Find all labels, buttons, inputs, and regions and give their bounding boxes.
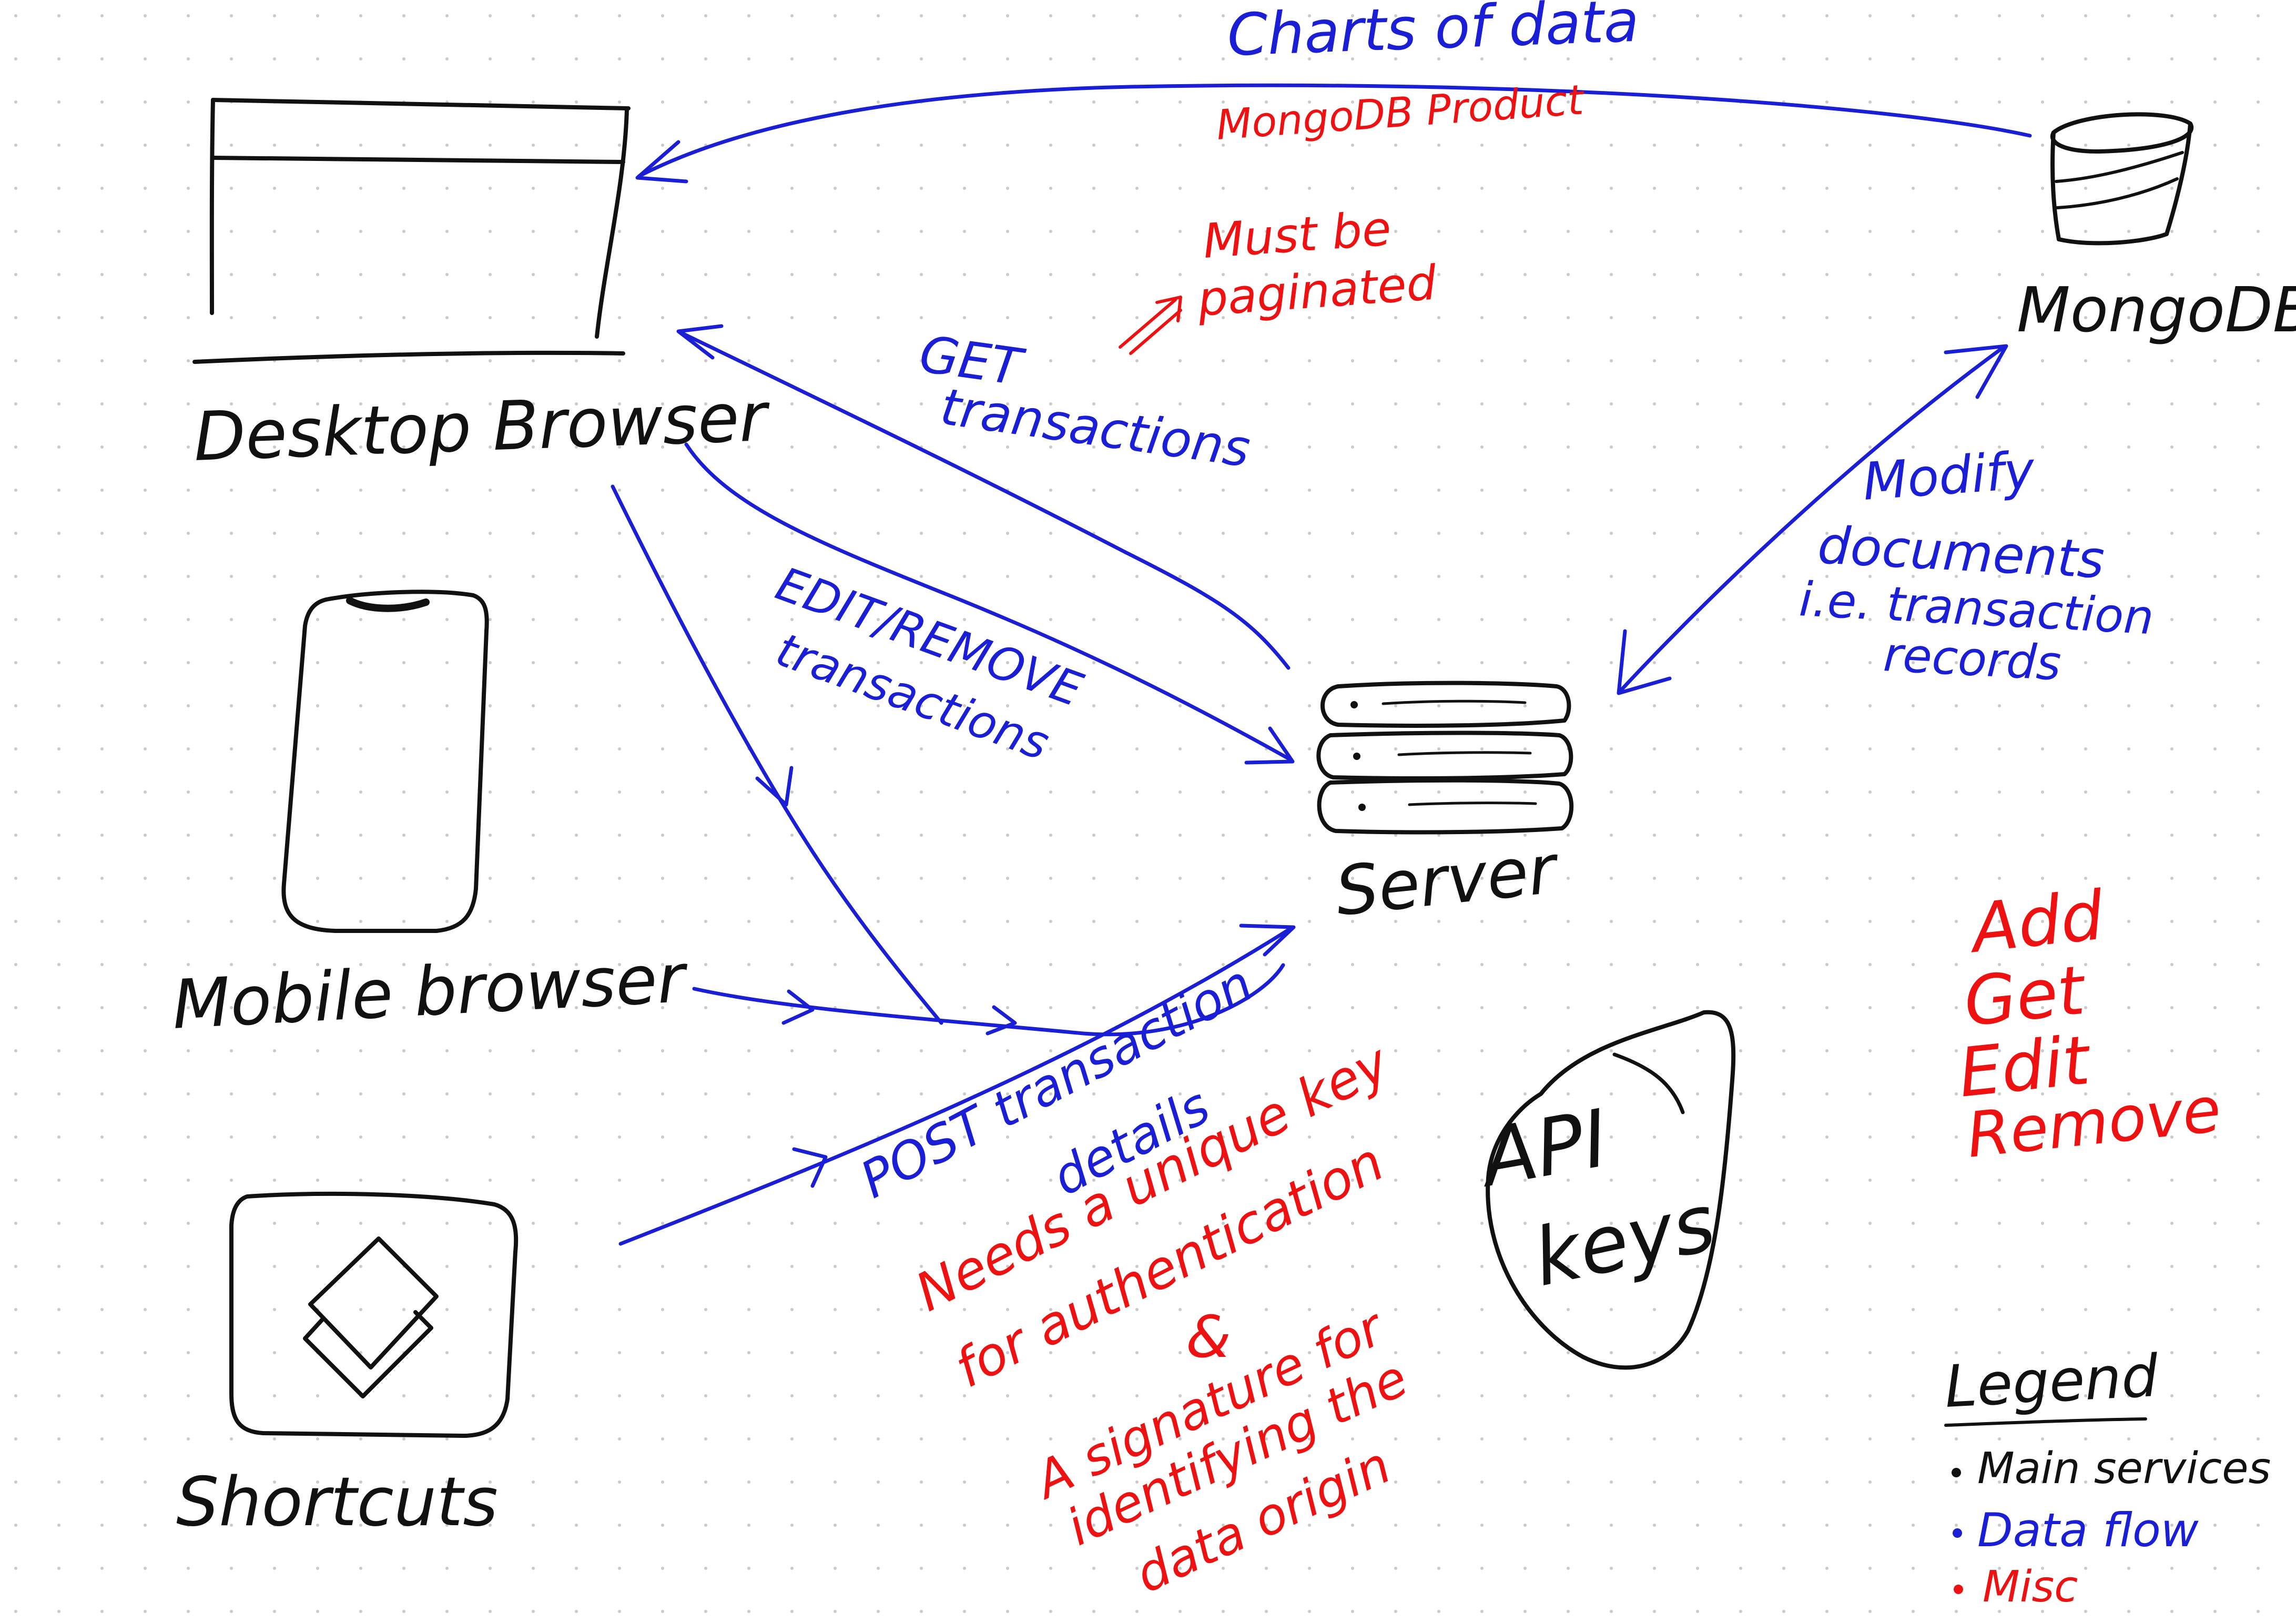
modify-flow-arrow	[1618, 345, 2006, 694]
database-cylinder-icon	[2050, 112, 2194, 246]
legend-item-main: Main services	[1977, 1444, 2271, 1494]
get-arrowhead	[676, 324, 724, 360]
desktop-down-arrowhead	[755, 766, 794, 807]
api-keys-label-line2: keys	[1526, 1177, 1723, 1304]
legend-dot-misc	[1954, 1585, 1963, 1594]
shortcuts-label: Shortcuts	[176, 1463, 498, 1541]
operation-edit: Edit	[1955, 1021, 2096, 1113]
desktop-to-server-arrow	[611, 484, 943, 1025]
api-keys-node: API keys	[1471, 1010, 1736, 1370]
operation-add: Add	[1965, 876, 2108, 968]
legend-title: Legend	[1943, 1342, 2160, 1421]
modify-arrowhead-bottom	[1617, 629, 1672, 695]
api-keys-label-line1: API	[1471, 1093, 1614, 1205]
phone-icon	[281, 590, 489, 933]
paginated-note-arrow	[1119, 296, 1182, 355]
legend-item-flow: Data flow	[1977, 1503, 2199, 1557]
server-stack-icon	[1316, 681, 1574, 835]
get-flow-label-line1: GET	[916, 324, 1029, 398]
edit-flow-arrow	[684, 442, 1293, 762]
modify-arrowhead-top	[1944, 344, 2008, 399]
mobile-browser-node: Mobile browser	[170, 590, 690, 1044]
desktop-browser-node: Desktop Browser	[192, 98, 772, 476]
get-flow-arrow	[682, 332, 1291, 670]
post-arrowhead-1	[792, 1147, 828, 1188]
api-keys-blob-icon	[1486, 1010, 1736, 1370]
mongodb-label: MongoDB	[2017, 273, 2296, 346]
shortcuts-node: Shortcuts	[176, 1192, 519, 1541]
mobile-arrowhead-1	[781, 989, 815, 1025]
charts-flow-label: Charts of data	[1226, 0, 1640, 69]
dot-grid-background	[14, 14, 2260, 1613]
post-arrowhead-2	[1239, 924, 1296, 957]
operations-list: Add Get Edit Remove	[1955, 876, 2224, 1171]
legend: Legend Main services Data flow Misc	[1943, 1342, 2271, 1612]
operation-get: Get	[1960, 951, 2090, 1042]
mobile-browser-label: Mobile browser	[170, 939, 690, 1044]
get-flow-label-line2: transactions	[937, 377, 1254, 479]
api-keys-flap	[1612, 1052, 1685, 1114]
desktop-browser-label: Desktop Browser	[192, 378, 772, 476]
browser-window-icon	[192, 98, 631, 364]
mobile-arrowhead-2	[986, 1005, 1017, 1036]
data-flow-arrows	[611, 83, 2032, 1246]
mobile-to-server-arrow	[692, 963, 1285, 1037]
edit-arrowhead	[1244, 726, 1295, 765]
legend-title-underline	[1944, 1417, 2147, 1427]
charts-arrowhead	[635, 140, 688, 184]
server-label: Server	[1332, 830, 1563, 931]
charts-flow-arrow	[637, 83, 2032, 178]
paginated-note-line1: Must be	[1201, 201, 1393, 269]
server-node: Server	[1316, 681, 1574, 931]
auth-note-line3: &	[1186, 1303, 1231, 1371]
modify-flow-label-line1: Modify	[1861, 440, 2038, 512]
modify-flow-label-line4: records	[1882, 627, 2063, 692]
legend-dot-flow	[1953, 1528, 1962, 1538]
post-flow-arrow	[618, 926, 1293, 1246]
mongodb-node: MongoDB	[2017, 112, 2296, 346]
legend-item-misc: Misc	[1983, 1562, 2078, 1612]
shortcuts-app-icon	[229, 1192, 519, 1438]
legend-dot-main	[1952, 1468, 1961, 1477]
